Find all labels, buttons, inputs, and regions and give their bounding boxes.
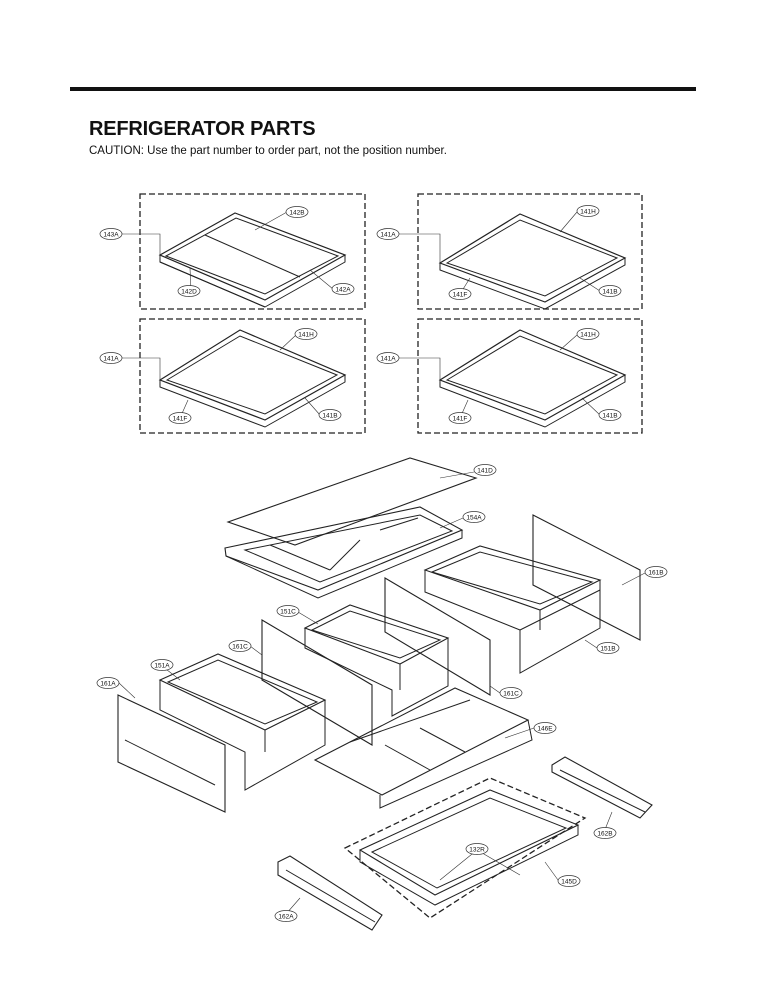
- svg-text:151C: 151C: [280, 609, 296, 616]
- svg-text:141B: 141B: [602, 289, 617, 296]
- callout-161A: 161A: [96, 677, 120, 689]
- svg-text:161A: 161A: [100, 681, 116, 688]
- callout-151C: 151C: [276, 605, 300, 617]
- callout-142A: 142A: [331, 283, 355, 295]
- shelf-group-141-b: [139, 318, 366, 434]
- callout-161C-2: 161C: [499, 687, 523, 699]
- callout-141B-1: 141B: [598, 285, 622, 297]
- callout-161B: 161B: [644, 566, 668, 578]
- callout-141D: 141D: [473, 464, 497, 476]
- callout-143A: 143A: [99, 228, 123, 240]
- callout-141H-2: 141H: [294, 328, 318, 340]
- callout-141H-3: 141H: [576, 328, 600, 340]
- svg-text:141A: 141A: [380, 232, 396, 239]
- callout-141A-3: 141A: [376, 352, 400, 364]
- svg-text:162B: 162B: [597, 831, 612, 838]
- panel-right: [532, 514, 641, 641]
- shelf-group-141-c: [417, 318, 643, 434]
- drawer-left: [158, 653, 327, 791]
- header-rule: [70, 87, 696, 91]
- svg-text:151A: 151A: [154, 663, 170, 670]
- divider-upper: [384, 577, 491, 696]
- crisper-assembly-outline: [343, 777, 587, 919]
- callout-141B-3: 141B: [598, 409, 622, 421]
- panel-left: [117, 694, 226, 813]
- svg-text:143A: 143A: [103, 232, 119, 239]
- svg-text:141D: 141D: [477, 468, 493, 475]
- callout-141H-1: 141H: [576, 205, 600, 217]
- svg-text:141H: 141H: [580, 332, 596, 339]
- callout-141F-3: 141F: [448, 412, 472, 424]
- svg-text:141F: 141F: [453, 416, 468, 423]
- svg-text:162A: 162A: [278, 914, 294, 921]
- svg-text:161C: 161C: [232, 644, 248, 651]
- callout-141B-2: 141B: [318, 409, 342, 421]
- drawer-middle: [303, 604, 450, 717]
- slide-rail-right: [551, 756, 653, 819]
- glass-cover-plate: [226, 457, 478, 546]
- callout-151B: 151B: [596, 642, 620, 654]
- cover-frame: [224, 506, 464, 599]
- panel-left-rail: [124, 739, 216, 786]
- callout-141F-2: 141F: [168, 412, 192, 424]
- callout-142B: 142B: [285, 206, 309, 218]
- callout-162B: 162B: [593, 827, 617, 839]
- shelf-group-141-a: [417, 193, 643, 310]
- svg-text:141A: 141A: [380, 356, 396, 363]
- callout-161C-1: 161C: [228, 640, 252, 652]
- svg-text:141B: 141B: [322, 413, 337, 420]
- svg-text:151B: 151B: [600, 646, 615, 653]
- svg-text:132R: 132R: [469, 847, 485, 854]
- svg-text:141H: 141H: [298, 332, 314, 339]
- base-tray: [313, 687, 533, 809]
- callout-146E: 146E: [533, 722, 557, 734]
- shelf-group-142: [139, 193, 366, 310]
- svg-text:145D: 145D: [561, 879, 577, 886]
- callout-141A-2: 141A: [99, 352, 123, 364]
- svg-text:161C: 161C: [503, 691, 519, 698]
- svg-text:141A: 141A: [103, 356, 119, 363]
- callout-141F-1: 141F: [448, 288, 472, 300]
- svg-text:142A: 142A: [335, 287, 351, 294]
- callout-162A: 162A: [274, 910, 298, 922]
- callout-142D: 142D: [177, 285, 201, 297]
- svg-text:141F: 141F: [453, 292, 468, 299]
- callout-145D: 145D: [557, 875, 581, 887]
- crisper-drawer-132R: [358, 789, 580, 906]
- page-title: REFRIGERATOR PARTS: [89, 118, 316, 140]
- svg-text:141F: 141F: [173, 416, 188, 423]
- divider-lower: [261, 619, 373, 746]
- svg-text:142D: 142D: [181, 289, 197, 296]
- slide-rail-left: [277, 855, 383, 931]
- svg-text:141H: 141H: [580, 209, 596, 216]
- callout-141A-1: 141A: [376, 228, 400, 240]
- leader-lines: [118, 211, 646, 915]
- callout-151A: 151A: [150, 659, 174, 671]
- callout-154A: 154A: [462, 511, 486, 523]
- svg-text:141B: 141B: [602, 413, 617, 420]
- callout-132R: 132R: [465, 843, 489, 855]
- caution-note: CAUTION: Use the part number to order pa…: [89, 145, 447, 157]
- svg-text:154A: 154A: [466, 515, 482, 522]
- svg-text:142B: 142B: [289, 210, 304, 217]
- svg-text:161B: 161B: [648, 570, 663, 577]
- svg-text:146E: 146E: [537, 726, 553, 733]
